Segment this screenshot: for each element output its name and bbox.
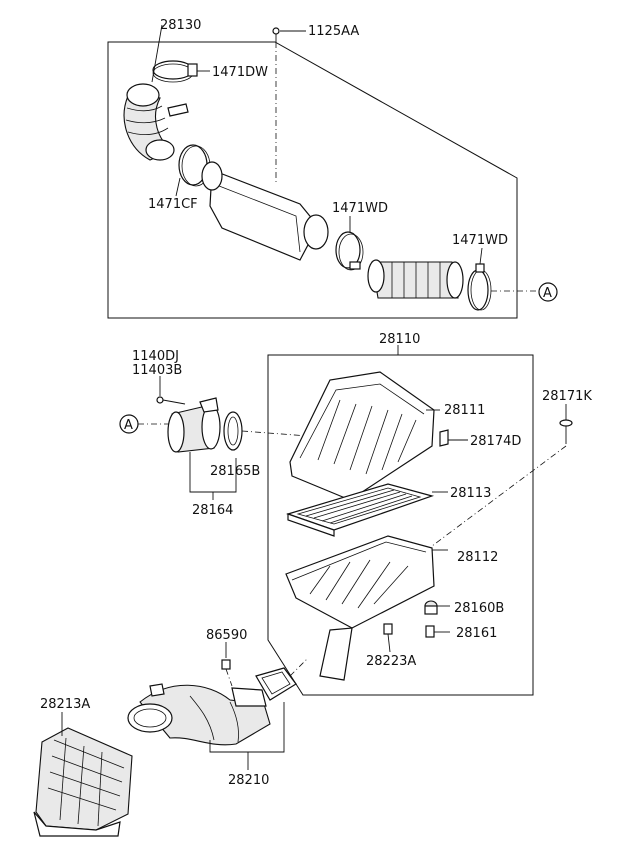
label-28164: 28164 <box>192 503 233 518</box>
duct-28213A <box>33 712 133 837</box>
filter-28113 <box>286 483 448 537</box>
bellows-hose <box>367 259 464 299</box>
clip-28223A <box>383 623 393 653</box>
label-1471DW: 1471DW <box>212 65 268 80</box>
bolt-28171K <box>431 404 573 547</box>
intake-duct-28210 <box>127 683 271 746</box>
label-28174D: 28174D <box>470 434 521 449</box>
label-1471WD-b: 1471WD <box>452 233 508 248</box>
label-A-left: A <box>124 418 133 433</box>
clamp-1471WD-a <box>335 216 364 271</box>
gasket-28165B <box>223 411 243 451</box>
clamp-1471WD-b <box>467 247 538 311</box>
label-28161: 28161 <box>456 626 497 641</box>
group-28130-box <box>107 41 518 319</box>
gasket-28210 <box>255 667 297 701</box>
marker-A-top-circle <box>538 282 558 302</box>
label-28130: 28130 <box>160 18 201 33</box>
stud-28161 <box>425 625 450 638</box>
label-28165B: 28165B <box>210 464 260 479</box>
label-28223A: 28223A <box>366 654 416 669</box>
resonator-duct <box>201 161 329 261</box>
label-1471WD-a: 1471WD <box>332 201 388 216</box>
label-1471CF: 1471CF <box>148 197 198 212</box>
clamp-1471DW <box>152 60 210 83</box>
bracket-28210 <box>209 702 285 753</box>
label-28160B: 28160B <box>454 601 504 616</box>
clamp-1471CF <box>175 144 211 197</box>
lower-case-28112 <box>285 535 448 681</box>
label-28213A: 28213A <box>40 697 90 712</box>
label-28210: 28210 <box>228 773 269 788</box>
label-28113: 28113 <box>450 486 491 501</box>
leader-gasket <box>241 430 309 437</box>
leader-gasket-28210 <box>289 657 309 677</box>
grommet-28160B <box>424 600 450 615</box>
label-1140DJ: 1140DJ <box>132 349 179 364</box>
bolt-1140DJ <box>156 396 186 405</box>
label-28171K: 28171K <box>542 389 592 404</box>
label-28111: 28111 <box>444 403 485 418</box>
label-1125AA: 1125AA <box>308 24 359 39</box>
screw-86590 <box>221 642 233 687</box>
bolt-1125AA <box>272 27 306 185</box>
hose-28130 <box>123 24 189 161</box>
label-28112: 28112 <box>457 550 498 565</box>
adapter-28164 <box>167 397 221 453</box>
cover-28111 <box>289 371 440 501</box>
group-28110-box <box>267 354 534 696</box>
label-28110: 28110 <box>379 332 420 347</box>
clip-28174D <box>439 429 468 447</box>
label-11403B: 11403B <box>132 363 182 378</box>
label-86590: 86590 <box>206 628 247 643</box>
label-A-top: A <box>543 286 552 301</box>
